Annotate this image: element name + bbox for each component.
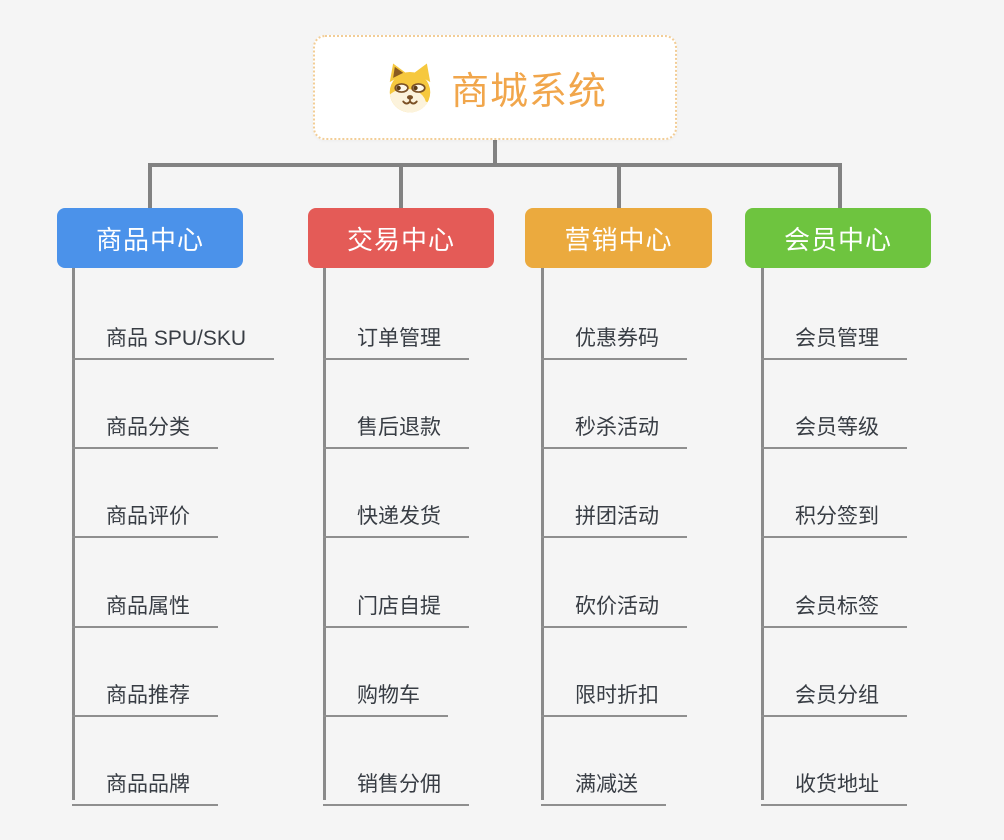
branch-label: 营销中心: [564, 224, 673, 255]
leaf-node[interactable]: 快递发货: [323, 486, 469, 538]
leaf-label: 商品属性: [106, 595, 190, 618]
root-node[interactable]: 商城系统: [313, 35, 677, 140]
leaf-label: 会员等级: [795, 416, 879, 439]
leaf-node[interactable]: 优惠券码: [541, 308, 687, 360]
connector-branch-drop: [148, 163, 152, 210]
leaf-node[interactable]: 满减送: [541, 754, 666, 806]
root-title: 商城系统: [450, 71, 607, 113]
leaf-label: 砍价活动: [575, 595, 659, 618]
leaf-label: 快递发货: [357, 505, 441, 528]
leaf-label: 购物车: [357, 684, 420, 707]
leaf-node[interactable]: 商品分类: [72, 397, 218, 449]
leaf-node[interactable]: 秒杀活动: [541, 397, 687, 449]
leaf-label: 商品 SPU/SKU: [106, 327, 247, 350]
leaf-node[interactable]: 会员标签: [761, 576, 907, 628]
connector-spine: [72, 268, 75, 800]
leaf-node[interactable]: 砍价活动: [541, 576, 687, 628]
leaf-node[interactable]: 商品品牌: [72, 754, 218, 806]
branch-label: 交易中心: [346, 224, 455, 255]
connector-branch-drop: [617, 163, 621, 210]
leaf-label: 拼团活动: [575, 505, 659, 528]
leaf-node[interactable]: 门店自提: [323, 576, 469, 628]
leaf-node[interactable]: 收货地址: [761, 754, 907, 806]
connector-horizontal-bar: [148, 163, 842, 167]
branch-node[interactable]: 会员中心: [745, 208, 931, 268]
leaf-label: 积分签到: [795, 505, 879, 528]
leaf-node[interactable]: 订单管理: [323, 308, 469, 360]
leaf-node[interactable]: 积分签到: [761, 486, 907, 538]
dog-icon: [389, 63, 431, 112]
branch-node[interactable]: 交易中心: [308, 208, 494, 268]
connector-root-stub: [493, 140, 497, 165]
leaf-label: 商品分类: [106, 416, 190, 439]
leaf-label: 销售分佣: [357, 773, 441, 796]
leaf-label: 优惠券码: [575, 327, 659, 350]
leaf-label: 限时折扣: [575, 684, 659, 707]
connector-branch-drop: [838, 163, 842, 210]
leaf-node[interactable]: 销售分佣: [323, 754, 469, 806]
leaf-label: 商品推荐: [106, 684, 190, 707]
leaf-label: 满减送: [575, 773, 638, 796]
leaf-node[interactable]: 会员管理: [761, 308, 907, 360]
connector-spine: [541, 268, 544, 800]
branch-node[interactable]: 营销中心: [525, 208, 712, 268]
leaf-label: 会员分组: [795, 684, 879, 707]
leaf-label: 会员管理: [795, 327, 879, 350]
connector-branch-drop: [399, 163, 403, 210]
branch-label: 商品中心: [95, 224, 204, 255]
connector-spine: [761, 268, 764, 800]
leaf-label: 订单管理: [357, 327, 441, 350]
leaf-node[interactable]: 会员分组: [761, 665, 907, 717]
connector-spine: [323, 268, 326, 800]
leaf-label: 商品品牌: [106, 773, 190, 796]
leaf-node[interactable]: 商品属性: [72, 576, 218, 628]
leaf-node[interactable]: 商品 SPU/SKU: [72, 308, 275, 360]
leaf-node[interactable]: 会员等级: [761, 397, 907, 449]
leaf-node[interactable]: 商品评价: [72, 486, 218, 538]
leaf-node[interactable]: 商品推荐: [72, 665, 218, 717]
leaf-label: 秒杀活动: [575, 416, 659, 439]
leaf-label: 会员标签: [795, 595, 879, 618]
leaf-label: 售后退款: [357, 416, 441, 439]
leaf-node[interactable]: 购物车: [323, 665, 448, 717]
leaf-node[interactable]: 售后退款: [323, 397, 469, 449]
leaf-node[interactable]: 限时折扣: [541, 665, 687, 717]
leaf-label: 门店自提: [357, 595, 441, 618]
leaf-label: 收货地址: [795, 773, 879, 796]
leaf-node[interactable]: 拼团活动: [541, 486, 687, 538]
leaf-label: 商品评价: [106, 505, 190, 528]
branch-label: 会员中心: [783, 224, 892, 255]
branch-node[interactable]: 商品中心: [57, 208, 243, 268]
